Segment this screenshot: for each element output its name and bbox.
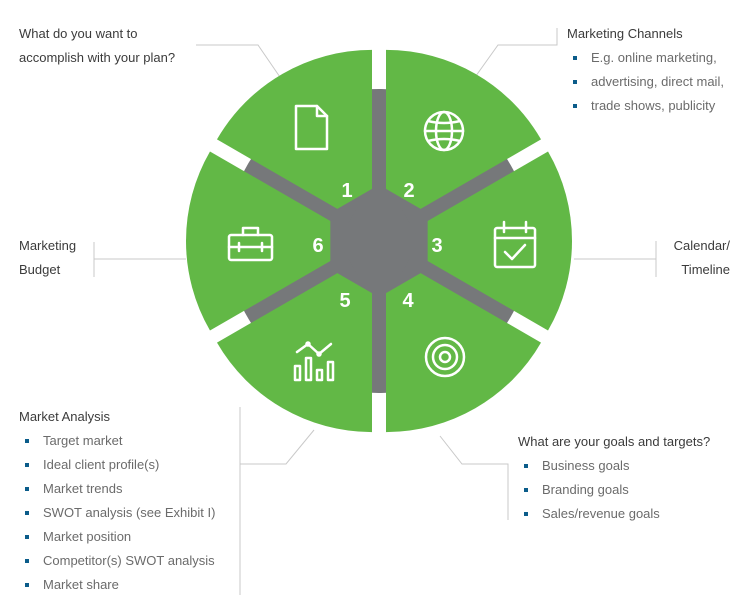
list-item: Competitor(s) SWOT analysis [25,549,215,573]
leader-line-1 [196,44,283,81]
list-item: Market position [25,525,215,549]
segment-number-6: 6 [312,235,323,257]
document-icon [294,104,329,151]
list-item: Sales/revenue goals [524,502,660,526]
list-segment-2: E.g. online marketing, advertising, dire… [573,46,724,118]
wheel-segment-1 [216,49,372,209]
caption-segment-5: Market Analysis [19,405,110,429]
globe-icon [423,110,465,152]
segment-number-3: 3 [431,235,442,257]
caption-segment-2: Marketing Channels [567,22,683,46]
list-item: Market share [25,573,215,597]
leader-line-2 [472,28,558,81]
list-item: Market trends [25,477,215,501]
leader-line-4 [439,435,509,520]
list-segment-4: Business goals Branding goals Sales/reve… [524,454,660,526]
segment-number-4: 4 [402,290,414,312]
list-item: advertising, direct mail, [573,70,724,94]
list-item: SWOT analysis (see Exhibit I) [25,501,215,525]
list-item: Business goals [524,454,660,478]
caption-line: Marketing [19,238,77,253]
list-item: E.g. online marketing, [573,46,724,70]
toolbox-icon [227,226,274,262]
caption-line: Calendar/ [673,238,730,253]
caption-line: What do you want to [19,26,138,41]
calendar-icon [493,220,537,269]
hub-hexagon [338,205,420,277]
caption-segment-4: What are your goals and targets? [518,430,710,454]
wheel-segment-3 [427,151,572,331]
hub-center [338,205,420,277]
wheel-segment-5 [216,273,372,433]
list-item: Ideal client profile(s) [25,453,215,477]
caption-line: accomplish with your plan? [19,50,176,65]
leader-line-5b [240,429,315,465]
caption-segment-1: What do you want to accomplish with your… [19,22,175,70]
target-icon [424,336,466,378]
segment-number-5: 5 [339,290,350,312]
list-item: Branding goals [524,478,660,502]
caption-line: What are your goals and targets? [518,434,711,449]
caption-segment-3: Calendar/ Timeline [674,234,730,282]
list-item: trade shows, publicity [573,94,724,118]
segment-number-2: 2 [403,180,414,202]
caption-line: Marketing Channels [567,26,683,41]
caption-line: Market Analysis [19,409,111,424]
segment-number-1: 1 [341,180,352,202]
wheel-segment-6 [185,151,331,331]
leader-lines [93,28,657,595]
list-item: Target market [25,429,215,453]
analytics-chart-icon [293,341,335,382]
caption-line: Timeline [681,262,730,277]
caption-line: Budget [19,262,61,277]
list-segment-5: Target market Ideal client profile(s) Ma… [25,429,215,597]
caption-segment-6: Marketing Budget [19,234,76,282]
